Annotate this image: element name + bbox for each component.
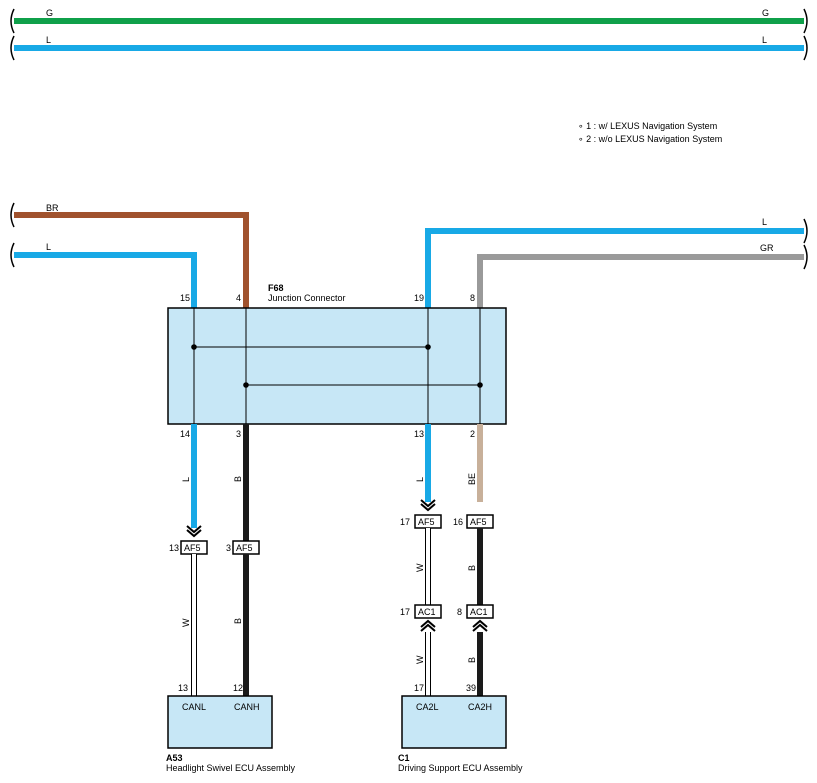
- top-wire-l-left-label: L: [46, 35, 51, 45]
- splice-dot: [243, 382, 249, 388]
- connector-af5-a53-canl: 13 AF5: [169, 540, 208, 555]
- connector-af5-c1-ca2h: 16 AF5: [453, 514, 494, 529]
- ecu-c1: 17 39 CA2L CA2H C1 Driving Support ECU A…: [398, 683, 523, 773]
- ecu-c1-signal-ca2l: CA2L: [416, 702, 439, 712]
- junction-pin-top-15: 15: [180, 293, 190, 303]
- incoming-wire-l-right-label: L: [762, 217, 767, 227]
- connector-af5-a53-canh: 3 AF5: [226, 540, 260, 555]
- chevron-up-icons: [420, 619, 488, 632]
- ecu-a53-id: A53: [166, 753, 183, 763]
- wire-color-l-c1: L: [415, 477, 425, 482]
- wire-color-w-a53: W: [181, 618, 191, 627]
- junction-id: F68: [268, 283, 284, 293]
- ecu-a53-pin-canl: 13: [178, 683, 188, 693]
- ac1-label: AC1: [470, 607, 488, 617]
- incoming-wire-br: BR: [10, 202, 249, 308]
- splice-dot: [191, 344, 197, 350]
- junction-box: [167, 307, 507, 425]
- incoming-wire-l-left-label: L: [46, 242, 51, 252]
- ecu-a53-signal-canl: CANL: [182, 702, 206, 712]
- top-wire-l-right-label: L: [762, 35, 767, 45]
- ac1-label: AC1: [418, 607, 436, 617]
- wire-color-b-a53: B: [233, 476, 243, 482]
- note-2: ∘ 2 : w/o LEXUS Navigation System: [578, 134, 722, 144]
- wire-color-l-a53: L: [181, 477, 191, 482]
- af5-pin: 3: [226, 543, 231, 553]
- wire-color-b-a53-lower: B: [233, 618, 243, 624]
- af5-label: AF5: [236, 543, 253, 553]
- splice-dot: [477, 382, 483, 388]
- junction-pin-top-8: 8: [470, 293, 475, 303]
- wire-color-w-c1-mid: W: [415, 563, 425, 572]
- ecu-a53-name: Headlight Swivel ECU Assembly: [166, 763, 296, 773]
- top-wire-l: L L: [10, 35, 808, 61]
- af5-pin: 17: [400, 517, 410, 527]
- wires-to-c1: W B: [415, 528, 483, 605]
- wires-to-a53: W B: [181, 554, 249, 696]
- ac1-pin: 8: [457, 607, 462, 617]
- junction-pin-bottom-3: 3: [236, 429, 241, 439]
- af5-label: AF5: [418, 517, 435, 527]
- ecu-a53-pin-canh: 12: [233, 683, 243, 693]
- wires-ac1-to-c1: W B: [415, 632, 483, 696]
- ecu-c1-pin-ca2l: 17: [414, 683, 424, 693]
- junction-name: Junction Connector: [268, 293, 346, 303]
- af5-pin: 13: [169, 543, 179, 553]
- af5-label: AF5: [470, 517, 487, 527]
- incoming-wire-l-right: L: [425, 217, 808, 308]
- ac1-pin: 17: [400, 607, 410, 617]
- ecu-c1-name: Driving Support ECU Assembly: [398, 763, 523, 773]
- wires-below-junction: L B L BE: [181, 424, 483, 541]
- wire-color-b-c1-mid: B: [467, 565, 477, 571]
- incoming-wire-gr-label: GR: [760, 243, 774, 253]
- junction-connector-f68: F68 Junction Connector 15 4 19 8 14 3 13…: [167, 283, 507, 439]
- top-wire-g-left-label: G: [46, 8, 53, 18]
- note-1: ∘ 1 : w/ LEXUS Navigation System: [578, 121, 717, 131]
- incoming-wire-gr: GR: [477, 243, 808, 308]
- chevron-down-icons: [186, 499, 436, 538]
- ecu-c1-id: C1: [398, 753, 410, 763]
- junction-pin-bottom-13: 13: [414, 429, 424, 439]
- junction-pin-bottom-14: 14: [180, 429, 190, 439]
- wire-color-w-c1-low: W: [415, 655, 425, 664]
- incoming-wire-l-left: L: [10, 242, 197, 308]
- splice-dot: [425, 344, 431, 350]
- wire-color-be-c1: BE: [467, 473, 477, 485]
- connector-ac1-ca2l: 17 AC1: [400, 604, 442, 619]
- top-wire-g-right-label: G: [762, 8, 769, 18]
- af5-pin: 16: [453, 517, 463, 527]
- wire-color-b-c1-low: B: [467, 657, 477, 663]
- ecu-c1-signal-ca2h: CA2H: [468, 702, 492, 712]
- ecu-a53: 13 12 CANL CANH A53 Headlight Swivel ECU…: [166, 683, 296, 773]
- junction-pin-top-4: 4: [236, 293, 241, 303]
- connector-af5-c1-ca2l: 17 AF5: [400, 514, 442, 529]
- ecu-a53-signal-canh: CANH: [234, 702, 260, 712]
- connector-ac1-ca2h: 8 AC1: [457, 604, 494, 619]
- ecu-c1-pin-ca2h: 39: [466, 683, 476, 693]
- junction-pin-bottom-2: 2: [470, 429, 475, 439]
- junction-pin-top-19: 19: [414, 293, 424, 303]
- top-wire-g: G G: [10, 8, 808, 34]
- incoming-wire-br-label: BR: [46, 203, 59, 213]
- af5-label: AF5: [184, 543, 201, 553]
